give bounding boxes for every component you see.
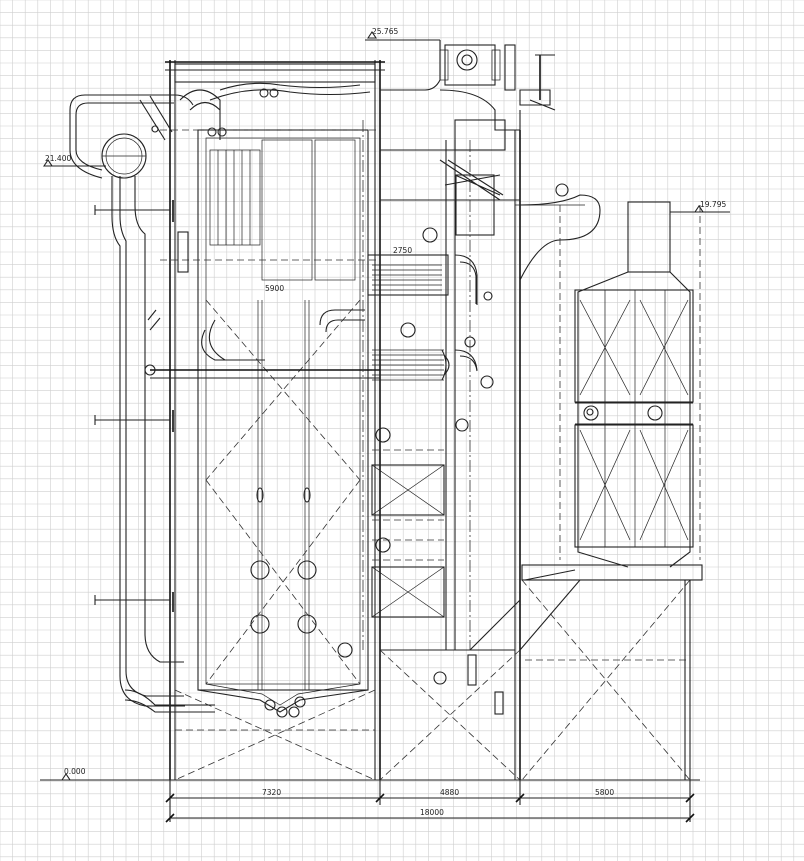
- convection-pass: [362, 39, 601, 781]
- elevation-marks: 25.765 21.400 19.795 0.000: [42, 27, 730, 781]
- dim-middle-width: 4880: [440, 788, 459, 797]
- furnace-section: [150, 60, 385, 780]
- elevation-mark-drum: 21.400: [42, 154, 106, 167]
- elevation-mark-top: 25.765: [366, 27, 398, 39]
- superheater-coils: [372, 254, 478, 381]
- dim-preheater-width: 5800: [595, 788, 614, 797]
- elevation-mark-flue: 19.795: [670, 200, 730, 213]
- dim-inner-width: 5900: [265, 284, 284, 293]
- dim-total-width: 18000: [420, 808, 444, 817]
- economizer-blocks: [371, 449, 445, 618]
- elevation-mark-ground: 0.000: [60, 767, 86, 781]
- elevation-flue-label: 19.795: [700, 200, 726, 209]
- dim-furnace-width: 7320: [262, 788, 281, 797]
- support-structure: [40, 649, 700, 781]
- air-preheater: [467, 201, 703, 781]
- elevation-ground-label: 0.000: [64, 767, 86, 776]
- dimension-lines: 7320 4880 5800 18000 5900 2750: [165, 246, 695, 823]
- elevation-top-label: 25.765: [372, 27, 398, 36]
- dim-bank-width: 2750: [393, 246, 412, 255]
- top-header: [444, 44, 496, 86]
- elevation-drum-label: 21.400: [45, 154, 71, 163]
- screen-tubes: [217, 150, 251, 245]
